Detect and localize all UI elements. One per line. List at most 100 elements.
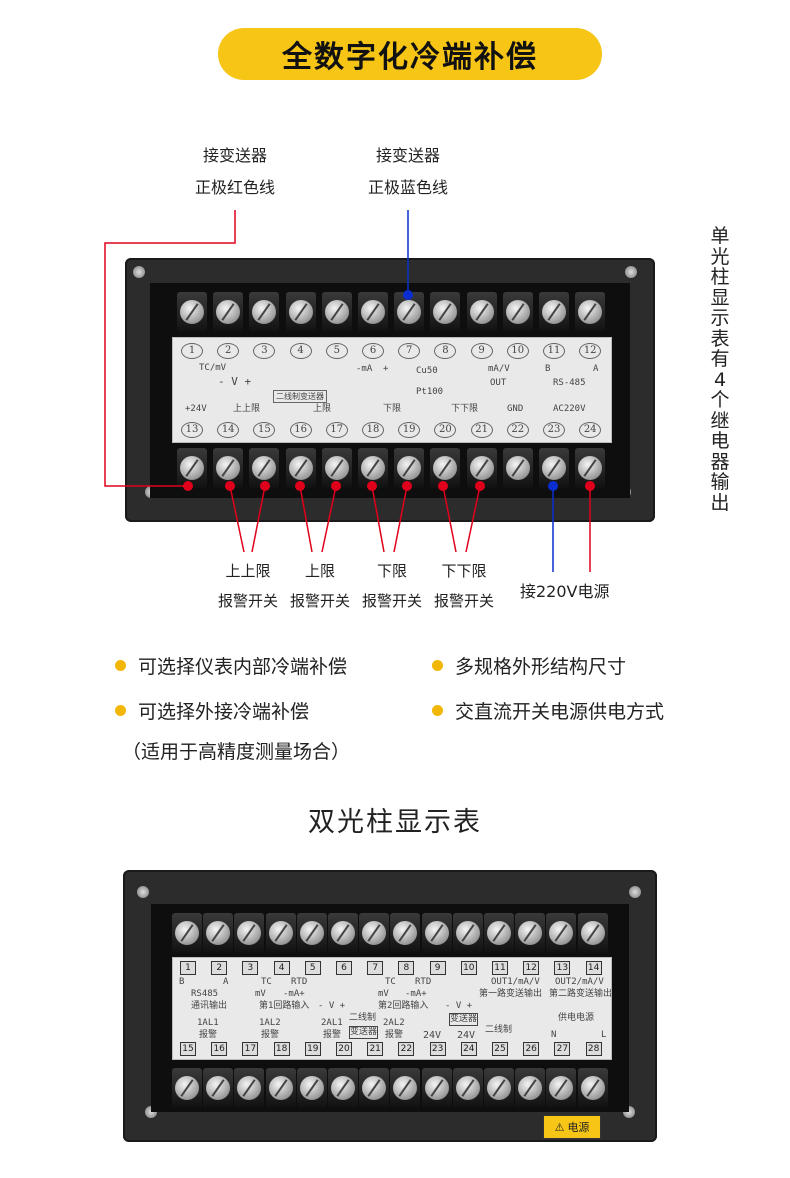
terminal-screw [515,1068,546,1108]
label-ll: 下下限 [451,404,479,414]
terminal-screw [539,448,569,488]
feature-text: 可选择仪表内部冷端补偿 [138,656,348,678]
label-out1-desc: 第一路变送输出 [479,989,543,999]
label-rtd: RTD [415,977,432,987]
label-input1: 第1回路输入 [259,1001,310,1011]
feature-item: 多规格外形结构尺寸 [432,652,626,679]
alarm-switch: 报警开关 [217,592,278,610]
terminal-number: 10 [460,961,477,975]
terminal-number: 8 [398,961,415,975]
terminal-screw [328,913,358,953]
terminal-screw [577,1068,608,1108]
label-tc: TC/mV [199,363,227,373]
label-rs485: RS485 [191,989,219,999]
terminal-screw [430,292,461,332]
terminal-number: 19 [398,422,421,438]
red-marker-dot [260,481,270,491]
bullet-icon [115,705,126,716]
terminal-number: 25 [492,1042,508,1056]
red-marker-dot [225,481,235,491]
terminal-number: 2 [217,343,240,359]
terminal-number: 7 [367,961,384,975]
label-hh: 上上限 [233,404,261,414]
label-ma: -mA+ [405,989,427,999]
alarm-level: 下下限 [441,562,487,580]
red-marker-dot [402,481,412,491]
label-transmitter: 变送器 [349,1026,379,1039]
terminal-number: 2 [211,961,228,975]
terminal-screw [296,1068,327,1108]
label-2al1: 2AL1 [321,1018,343,1028]
terminal-screw [265,1068,296,1108]
label-ma: -mA+ [283,989,305,999]
terminal-screw [390,913,421,953]
label-two-wire: 二线制 [349,1013,377,1023]
terminal-number: 1 [180,961,196,975]
label-ma: -mA [356,364,373,374]
terminal-screw [502,448,533,488]
terminal-screw [234,1068,265,1108]
section-title: 双光柱显示表 [308,807,482,838]
terminal-screw [575,448,606,488]
terminal-number: 23 [429,1042,446,1056]
alarm-level: 下限 [376,562,407,580]
terminal-screw [484,913,514,953]
alarm-note: 上限报警开关 [285,556,355,616]
terminal-number: 22 [506,422,529,438]
label-two-wire: 二线制变送器 [273,390,327,403]
label-comm: 通讯输出 [191,1001,228,1011]
label-n: N [551,1030,557,1040]
terminal-number: 3 [253,343,276,359]
terminal-number: 17 [242,1042,259,1056]
terminal-screw [515,913,546,953]
bullet-icon [115,660,126,671]
red-marker-dot [438,481,448,491]
label-rs485: RS-485 [553,378,586,388]
terminal-screw [359,913,390,953]
alarm-level: 上上限 [225,562,271,580]
label-v: - V + [218,375,252,388]
terminal-number: 27 [554,1042,571,1056]
terminal-screw [421,913,452,953]
terminal-screw [172,1068,202,1108]
screw-bolt [625,266,637,278]
terminal-number: 14 [585,961,602,975]
terminal-number: 21 [470,422,493,438]
terminal-number: 8 [434,343,457,359]
note-line: 接变送器 [375,146,440,165]
terminal-screw [203,1068,234,1108]
terminal-number: 7 [398,343,421,359]
terminal-number: 16 [289,422,312,438]
label-v: - V + [318,1001,346,1011]
label-input2: 第2回路输入 [378,1001,429,1011]
label-mv: mV [255,989,266,999]
note-red-wire: 接变送器 正极红色线 [170,140,300,204]
red-marker-dot [367,481,377,491]
label-ac220: AC220V [553,404,586,414]
label-rtd: RTD [291,977,308,987]
label-1al2: 1AL2 [259,1018,281,1028]
red-marker-dot [585,481,595,491]
side-description: 单光柱显示表有4个继电器输出 [710,225,730,514]
terminal-screw [546,913,577,953]
label-l: L [601,1030,607,1040]
feature-subnote: （适用于高精度测量场合） [122,741,351,763]
label-transmitter: 变送器 [449,1013,479,1026]
terminal-number: 3 [242,961,259,975]
label-v: - V + [445,1001,473,1011]
blue-marker-dot [403,290,413,300]
terminal-screw [172,913,202,953]
terminal-screw [358,292,388,332]
label-alarm: 报警 [199,1030,218,1040]
terminal-screw [321,292,352,332]
terminal-number: 15 [253,422,276,438]
warning-text: 电源 [567,1121,590,1134]
terminal-number: 18 [362,422,384,438]
label-out: OUT [490,378,507,388]
terminal-screw [452,1068,483,1108]
label-alarm: 报警 [323,1030,342,1040]
terminal-number: 20 [434,422,457,438]
alarm-wire-lines [229,485,591,572]
terminal-screw [296,913,327,953]
